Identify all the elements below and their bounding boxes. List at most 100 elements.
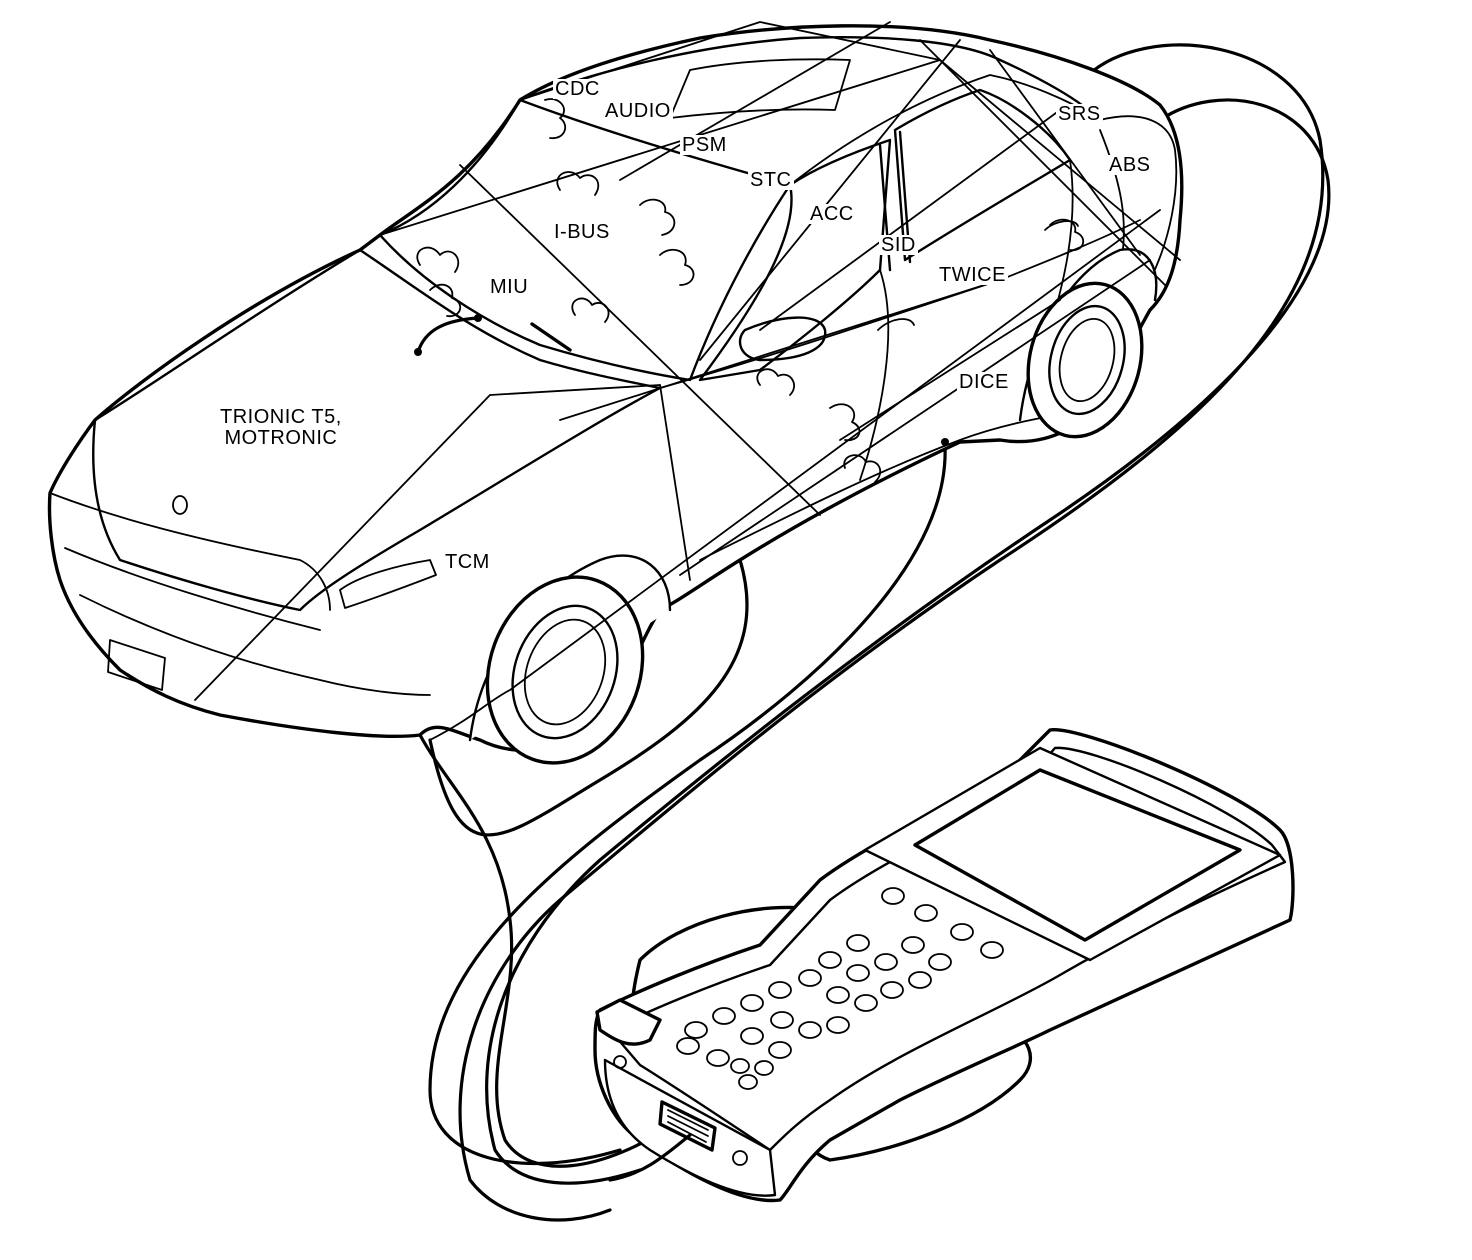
keypad-button[interactable] xyxy=(740,994,764,1012)
module-label-abs: ABS xyxy=(1107,154,1153,176)
miu-plug-left-tip xyxy=(474,314,482,322)
grille-line xyxy=(64,547,321,631)
rear-panel xyxy=(1099,115,1178,281)
keypad-button[interactable] xyxy=(826,1016,850,1034)
puzzle-6 xyxy=(659,248,695,286)
keypad-button[interactable] xyxy=(901,936,925,954)
front-hub xyxy=(523,618,607,726)
keypad-button[interactable] xyxy=(914,904,938,922)
tool-status-led xyxy=(613,1055,627,1069)
keypad-button[interactable] xyxy=(770,1011,794,1029)
keypad-button[interactable] xyxy=(846,964,870,982)
puzzle-8 xyxy=(829,403,861,441)
keypad-button[interactable] xyxy=(798,1021,822,1039)
keypad-button[interactable] xyxy=(738,1074,758,1090)
plane-line-12 xyxy=(679,259,1151,576)
keypad-button[interactable] xyxy=(950,923,974,941)
module-label-tcm: TCM xyxy=(443,551,492,573)
front-door-rear-edge xyxy=(859,269,890,481)
plane-line-8 xyxy=(759,109,1061,331)
module-label-dice: DICE xyxy=(957,371,1011,393)
puzzle-2 xyxy=(556,171,600,196)
keypad-button[interactable] xyxy=(846,934,870,952)
front-rim xyxy=(511,604,619,740)
tool-keypad xyxy=(676,887,1004,1090)
bumper-line xyxy=(79,594,431,696)
keypad-button[interactable] xyxy=(684,1021,708,1039)
roof-line xyxy=(518,36,1102,122)
rear-window xyxy=(893,88,1072,262)
puzzle-7 xyxy=(756,368,795,396)
keypad-button[interactable] xyxy=(712,1007,736,1025)
plane-line-11 xyxy=(659,384,691,581)
rear-rim xyxy=(1048,304,1126,416)
keypad-button[interactable] xyxy=(798,969,822,987)
keypad-button[interactable] xyxy=(880,981,904,999)
keypad-button[interactable] xyxy=(768,1041,792,1059)
keypad-button[interactable] xyxy=(908,971,932,989)
module-label-trionic-line2: MOTRONIC xyxy=(224,427,338,449)
module-label-psm: PSM xyxy=(680,134,729,156)
plane-line-1 xyxy=(194,384,661,701)
obd-cable xyxy=(428,443,947,1166)
plane-line-7 xyxy=(699,39,961,361)
miu-plug-left xyxy=(416,316,480,354)
keypad-button[interactable] xyxy=(706,1049,730,1067)
tool-dlc-pins xyxy=(667,1109,709,1143)
rear-door-handle xyxy=(1044,220,1079,231)
tool-power-jack[interactable] xyxy=(732,1150,748,1166)
keypad-button[interactable] xyxy=(928,953,952,971)
obd-plug xyxy=(941,438,949,446)
plane-line-6 xyxy=(619,21,891,181)
keypad-button[interactable] xyxy=(980,941,1004,959)
puzzle-5 xyxy=(571,297,610,323)
keypad-button[interactable] xyxy=(826,986,850,1004)
miu-plug-left-end xyxy=(414,348,422,356)
keypad-button[interactable] xyxy=(730,1058,750,1074)
puzzle-11 xyxy=(429,283,461,317)
sunroof xyxy=(669,58,851,119)
plane-line-5 xyxy=(519,21,941,101)
plane-line-14 xyxy=(839,299,1061,441)
network-planes xyxy=(194,21,1181,741)
keypad-button[interactable] xyxy=(754,1060,774,1076)
puzzle-9 xyxy=(843,454,882,483)
headlight xyxy=(339,559,437,609)
hood-front-edge xyxy=(49,492,331,611)
engine-cable-loop xyxy=(418,733,682,1168)
puzzle-3 xyxy=(639,198,676,236)
puzzle-4 xyxy=(416,246,460,273)
rear-hub xyxy=(1058,317,1116,403)
keypad-button[interactable] xyxy=(854,994,878,1012)
side-mirror xyxy=(738,316,827,362)
dlc-cable-entry xyxy=(608,1133,692,1182)
keypad-button[interactable] xyxy=(818,951,842,969)
miu-plug-right xyxy=(530,322,572,352)
diagnostic-tool xyxy=(593,728,1295,1203)
module-label-twice: TWICE xyxy=(937,264,1008,286)
keypad-button[interactable] xyxy=(740,1027,764,1045)
license-plate xyxy=(107,639,166,691)
module-label-acc: ACC xyxy=(808,203,856,225)
plane-line-3 xyxy=(459,164,821,516)
plane-line-10 xyxy=(989,49,1141,256)
roof-rear-line xyxy=(789,74,1101,186)
module-label-sid: SID xyxy=(879,234,918,256)
plane-line-4 xyxy=(429,209,1161,741)
keypad-button[interactable] xyxy=(874,953,898,971)
module-label-audio: AUDIO xyxy=(603,100,673,122)
tool-front-cap xyxy=(595,998,662,1046)
module-label-ibus: I-BUS xyxy=(552,221,612,243)
hood-outline xyxy=(92,248,662,612)
tool-screen[interactable] xyxy=(913,768,1242,942)
rear-cable-inner xyxy=(485,98,1331,1185)
keypad-button[interactable] xyxy=(676,1037,700,1055)
puzzle-1 xyxy=(544,98,567,139)
module-label-srs: SRS xyxy=(1056,103,1103,125)
windshield xyxy=(378,98,792,382)
keypad-button[interactable] xyxy=(881,887,905,905)
keypad-button[interactable] xyxy=(768,981,792,999)
module-label-trionic: TRIONIC T5, MOTRONIC xyxy=(218,407,344,449)
module-label-cdc: CDC xyxy=(553,78,602,100)
